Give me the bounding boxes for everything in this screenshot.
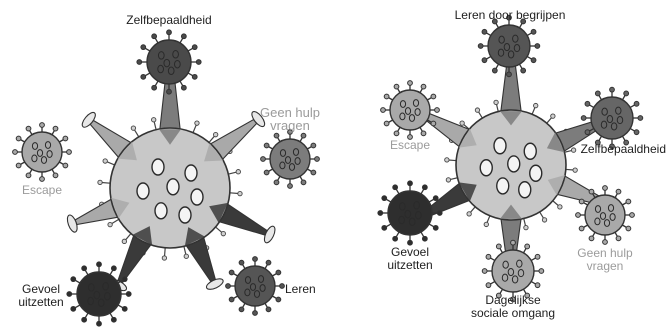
small-virus-gevoel-right — [378, 181, 442, 245]
small-virus-leren-left — [226, 257, 285, 316]
label-zelfbepaaldheid-right: Zelfbepaaldheid — [581, 143, 666, 156]
small-virus-zelfbepaaldheid-right — [581, 87, 642, 149]
label-dagelijkse-sociale-omgang-right: Dagelijkse sociale omgang — [471, 294, 555, 320]
label-geen-hulp-vragen-right: Geen hulp vragen — [577, 247, 632, 273]
label-escape-right: Escape — [390, 139, 430, 152]
label-leren-left: Leren — [285, 283, 316, 296]
label-zelfbepaaldheid-left: Zelfbepaaldheid — [126, 14, 211, 27]
label-gevoel-uitzetten-right: Gevoel uitzetten — [387, 246, 432, 272]
label-gevoel-uitzetten-left: Gevoel uitzetten — [18, 283, 63, 309]
small-virus-zelfbepaaldheid-left — [137, 30, 201, 94]
small-virus-escape-right — [381, 81, 440, 140]
label-escape-left: Escape — [22, 184, 62, 197]
label-leren-door-begrijpen-right: Leren door begrijpen — [455, 9, 566, 22]
label-geen-hulp-vragen-left: Geen hulp vragen — [260, 106, 320, 132]
small-virus-escape-left — [13, 123, 72, 182]
small-virus-leren-door-begrijpen-right — [478, 15, 539, 77]
small-virus-geen-hulp-left — [261, 130, 320, 189]
big-virus-left — [65, 52, 277, 293]
